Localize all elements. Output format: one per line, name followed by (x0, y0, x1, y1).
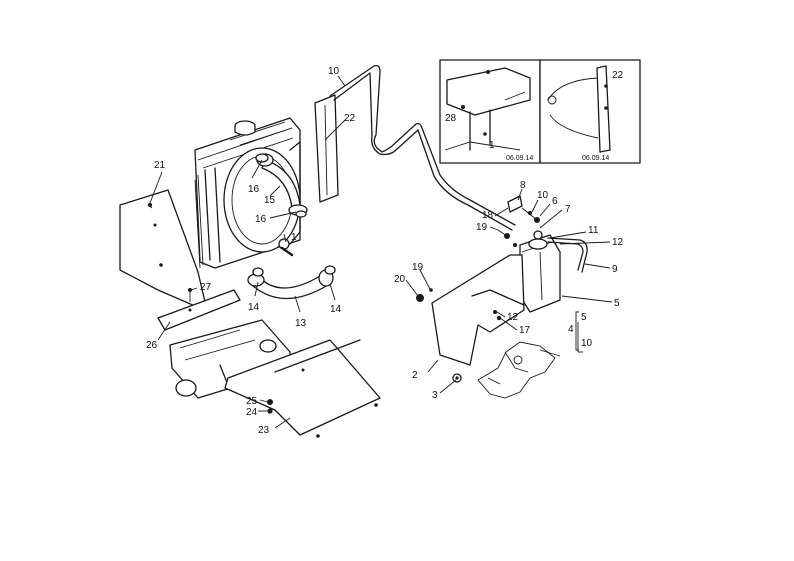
detail-inset-left: 28 1 06.09.14 (439, 59, 541, 164)
bottom-guard-plate (224, 339, 381, 438)
radiator-cap (234, 120, 256, 136)
inset-ref-left: 06.09.14 (506, 155, 533, 162)
bolt-19-top (497, 229, 510, 239)
callout-5-sub: 5 (581, 312, 587, 323)
callout-10-top: 10 (328, 66, 340, 77)
tank-hose-9 (547, 237, 588, 273)
hose-clamps (252, 153, 336, 277)
callout-15: 15 (264, 195, 276, 206)
callout-12-right: 12 (612, 237, 624, 248)
tank-cap-assembly (521, 207, 543, 240)
detail-inset-right: 22 06.09.14 (539, 59, 641, 164)
inset-callout-28: 28 (445, 113, 457, 124)
bolt-3 (452, 373, 462, 383)
callout-5-main: 5 (614, 298, 620, 309)
callout-6: 6 (552, 196, 558, 207)
callout-10-sub: 10 (581, 338, 593, 349)
leader-lines (149, 75, 613, 429)
callout-17: 17 (519, 325, 531, 336)
callout-11: 11 (588, 225, 599, 236)
callout-group-bracket (575, 311, 579, 351)
callout-9: 9 (612, 264, 618, 275)
callout-16-b: 16 (255, 214, 267, 225)
tank-bracket (429, 243, 525, 366)
inset-callout-22: 22 (612, 70, 624, 81)
callout-27: 27 (200, 282, 212, 293)
callout-19-top: 19 (476, 222, 488, 233)
callout-7: 7 (565, 204, 571, 215)
bolt-18 (507, 195, 523, 213)
bolt-27 (188, 288, 192, 302)
cross-member-plate-26 (157, 289, 241, 331)
inset-ref-right: 06.09.14 (582, 155, 609, 162)
inset-callout-1: 1 (489, 140, 495, 151)
callout-21: 21 (154, 160, 166, 171)
radiator-shroud-panel (119, 189, 206, 307)
reserve-tank (519, 234, 561, 313)
overflow-tube (329, 64, 516, 231)
callout-4: 4 (568, 324, 574, 335)
callout-25: 25 (246, 396, 258, 407)
callout-20: 20 (394, 274, 406, 285)
callout-10-mid: 10 (537, 190, 549, 201)
callout-labels: 10 22 21 16 15 16 1 14 14 13 27 26 25 24… (146, 66, 624, 436)
callout-26: 26 (146, 340, 158, 351)
callout-14-right: 14 (330, 304, 342, 315)
upper-bracket (314, 94, 339, 203)
callout-16-a: 16 (248, 184, 260, 195)
bolts-24-25 (267, 399, 273, 414)
callout-22-top: 22 (344, 113, 356, 124)
callout-3: 3 (432, 390, 438, 401)
fasteners-12-17 (493, 310, 502, 321)
callout-14-left: 14 (248, 302, 260, 313)
callout-12-mid: 12 (507, 312, 519, 323)
callout-24: 24 (246, 407, 258, 418)
engine-mount-partial (477, 341, 561, 399)
callout-19-mid: 19 (412, 262, 424, 273)
callout-23: 23 (258, 425, 270, 436)
callout-1: 1 (291, 232, 297, 243)
callout-8: 8 (520, 180, 526, 191)
callout-2: 2 (412, 370, 418, 381)
callout-18: 18 (482, 210, 494, 221)
fitting-1 (278, 238, 294, 257)
callout-13: 13 (295, 318, 307, 329)
lower-hose (247, 269, 334, 300)
